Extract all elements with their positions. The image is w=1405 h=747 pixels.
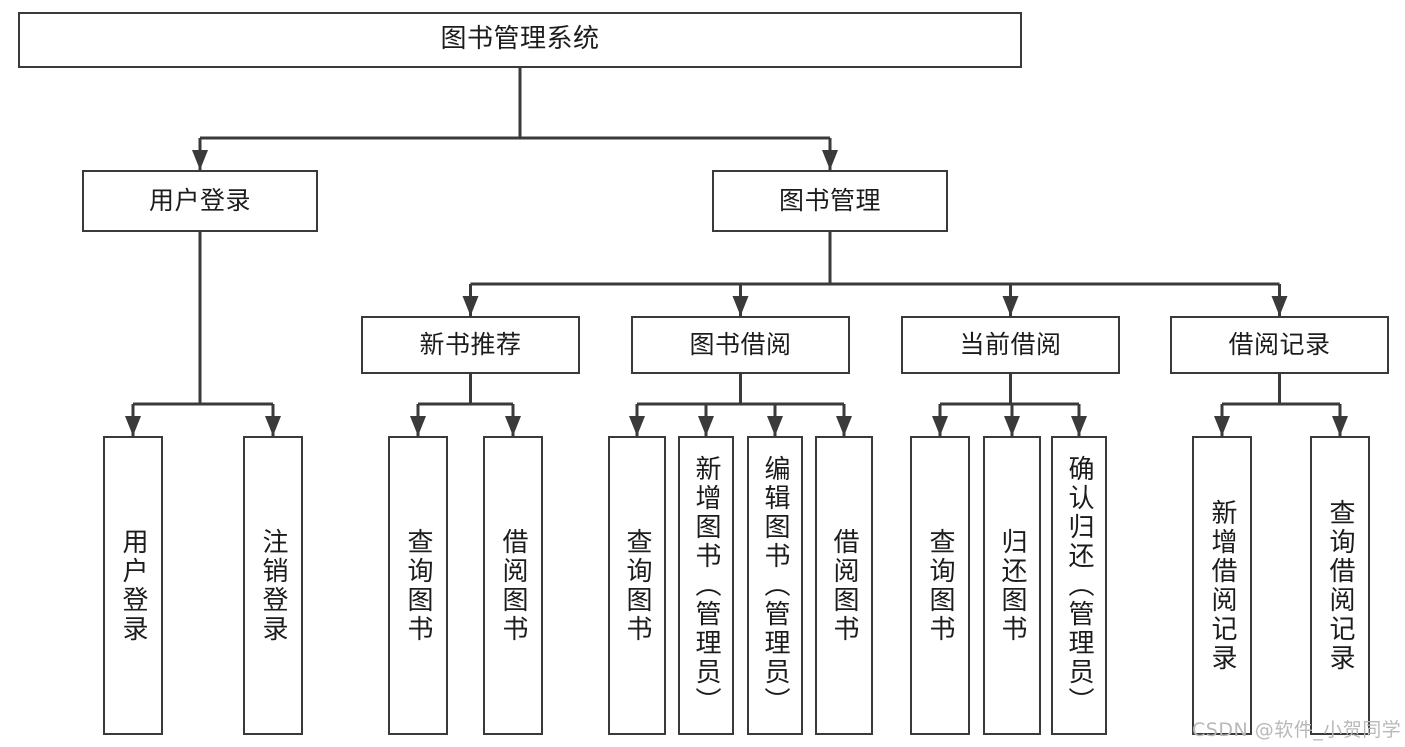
watermark: CSDN @软件_小贺同学	[1192, 719, 1402, 741]
node-label: 新书推荐	[419, 329, 522, 359]
node-label: 当前借阅	[959, 329, 1062, 359]
leaf-add-book[interactable]: 新增图书（管理员）	[678, 436, 734, 735]
leaf-return-book[interactable]: 归还图书	[983, 436, 1041, 735]
leaf-borrow-book-recommend[interactable]: 借阅图书	[483, 436, 543, 735]
leaf-logout[interactable]: 注销登录	[243, 436, 303, 735]
node-label: 借阅记录	[1228, 329, 1331, 359]
leaf-query-book-recommend[interactable]: 查询图书	[388, 436, 448, 735]
node-label: 用户登录	[148, 185, 251, 215]
leaf-edit-book[interactable]: 编辑图书（管理员）	[747, 436, 803, 735]
node-label: 注销登录	[258, 527, 288, 644]
node-borrow-record[interactable]: 借阅记录	[1170, 316, 1389, 374]
node-label: 查询图书	[403, 527, 433, 644]
leaf-borrow-book[interactable]: 借阅图书	[815, 436, 873, 735]
node-label: 编辑图书（管理员）	[760, 455, 790, 716]
leaf-query-book-borrow[interactable]: 查询图书	[608, 436, 666, 735]
node-label: 图书借阅	[689, 329, 792, 359]
node-root[interactable]: 图书管理系统	[18, 12, 1022, 68]
node-current-borrow[interactable]: 当前借阅	[901, 316, 1120, 374]
node-label: 查询图书	[622, 527, 652, 644]
node-book-borrow[interactable]: 图书借阅	[631, 316, 850, 374]
node-user-login[interactable]: 用户登录	[82, 170, 318, 232]
node-label: 确认归还（管理员）	[1064, 455, 1094, 716]
node-label: 归还图书	[997, 527, 1027, 644]
node-label: 借阅图书	[829, 527, 859, 644]
leaf-confirm-return[interactable]: 确认归还（管理员）	[1051, 436, 1107, 735]
node-label: 图书管理	[778, 185, 881, 215]
node-new-book-recommend[interactable]: 新书推荐	[361, 316, 580, 374]
node-book-manage[interactable]: 图书管理	[712, 170, 948, 232]
node-label: 用户登录	[118, 527, 148, 644]
node-label: 图书管理系统	[440, 24, 600, 55]
node-label: 新增图书（管理员）	[691, 455, 721, 716]
leaf-query-borrow-record[interactable]: 查询借阅记录	[1310, 436, 1370, 735]
leaf-query-book-current[interactable]: 查询图书	[910, 436, 970, 735]
node-label: 查询图书	[925, 527, 955, 644]
leaf-user-login[interactable]: 用户登录	[103, 436, 163, 735]
leaf-add-borrow-record[interactable]: 新增借阅记录	[1192, 436, 1252, 735]
node-label: 借阅图书	[498, 527, 528, 644]
node-label: 查询借阅记录	[1325, 498, 1355, 673]
node-label: 新增借阅记录	[1207, 498, 1237, 673]
